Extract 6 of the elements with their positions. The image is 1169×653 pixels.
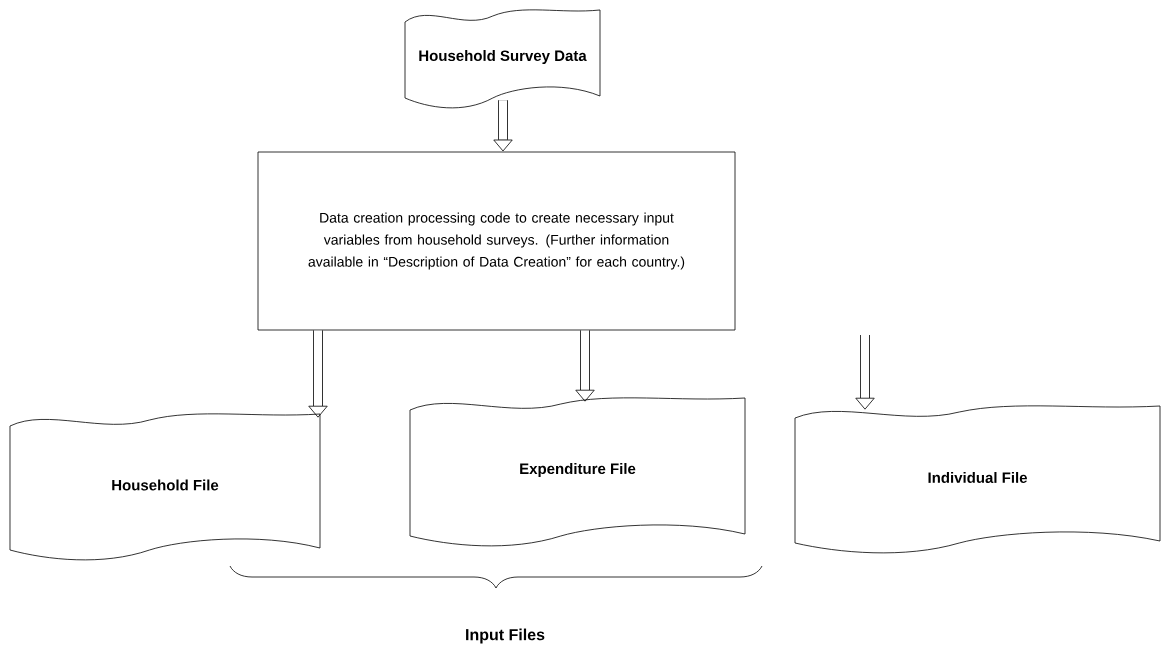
block-arrow <box>493 100 513 152</box>
group-label: Input Files <box>466 628 545 644</box>
block-arrow <box>855 335 875 410</box>
block-arrow <box>308 330 328 418</box>
process-box: Data creation processing code to create necessary input variables from household surveys. (Further information available in “Description of Data Creation” for each country.) <box>257 151 736 331</box>
block-arrow <box>575 330 595 402</box>
